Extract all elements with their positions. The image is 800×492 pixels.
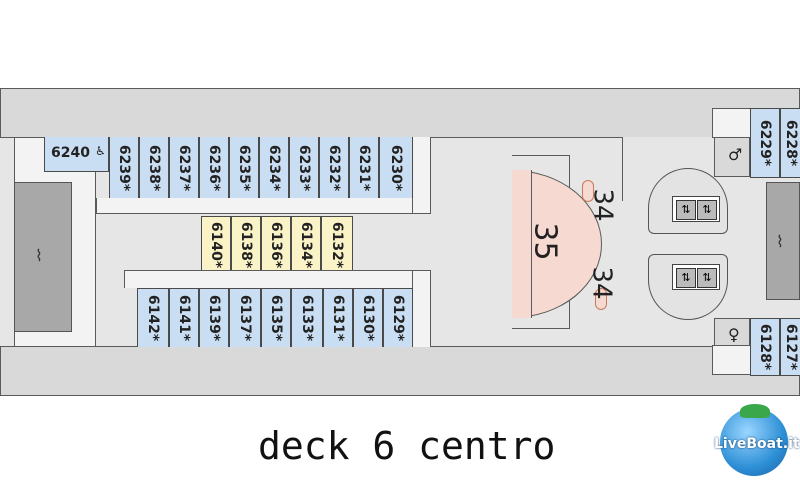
area-34-top-label: 34 (587, 188, 618, 222)
restroom-male-icon: ♂ (728, 145, 743, 164)
restroom-top[interactable] (714, 137, 750, 177)
cabin-6235[interactable]: 6235* (229, 137, 259, 200)
cabin-label: 6132* (329, 221, 345, 269)
cabin-6140[interactable]: 6140* (201, 216, 231, 274)
bottom-block-side (413, 270, 431, 347)
cabin-label: 6135* (268, 294, 284, 342)
stairs-icon: ⌇ (35, 246, 43, 265)
logo-text: LiveBoat.it (714, 436, 800, 452)
cabin-6138[interactable]: 6138* (231, 216, 261, 274)
cabin-6139[interactable]: 6139* (199, 288, 229, 347)
bottom-block-wall (124, 270, 413, 288)
elevator-icon: ⇅ (697, 268, 717, 288)
top-block-side (413, 137, 431, 214)
island-icon (740, 404, 770, 418)
accessible-icon: ♿ (95, 144, 106, 158)
cabin-6232[interactable]: 6232* (319, 137, 349, 200)
area-34-bottom-marker (595, 288, 607, 310)
top-block-wall (96, 198, 413, 214)
elevator-icon: ⇅ (676, 268, 696, 288)
cabin-label: 6233* (296, 144, 312, 192)
area-34-bottom-label: 34 (586, 266, 617, 300)
elevator-top[interactable]: ⇅ ⇅ (672, 196, 720, 222)
cabin-label: 6136* (268, 221, 284, 269)
cabin-6128[interactable]: 6128* (750, 318, 780, 376)
cabin-label: 6130* (360, 294, 376, 342)
cabin-label: 6229* (757, 119, 773, 167)
cabin-label: 6131* (330, 294, 346, 342)
cabin-label: 6140* (208, 221, 224, 269)
cabin-label: 6239* (116, 144, 132, 192)
cabin-6137[interactable]: 6137* (229, 288, 261, 347)
globe-icon (720, 408, 788, 476)
cabin-6136[interactable]: 6136* (261, 216, 291, 274)
cabin-6229[interactable]: 6229* (750, 108, 780, 178)
cabin-label: 6231* (356, 144, 372, 192)
cabin-label: 6238* (146, 144, 162, 192)
cabin-label: 6142* (145, 294, 161, 342)
cabin-label: 6230* (388, 144, 404, 192)
cabin-6134[interactable]: 6134* (291, 216, 321, 274)
cabin-label: 6128* (757, 323, 773, 371)
cabin-6240-label: 6240 (51, 145, 90, 161)
cabin-6142[interactable]: 6142* (137, 288, 169, 347)
cabin-label: 6129* (390, 294, 406, 342)
cabin-6238[interactable]: 6238* (139, 137, 169, 200)
cabin-label: 6134* (298, 221, 314, 269)
cabin-label: 6228* (782, 119, 799, 167)
area-34-top-marker (582, 180, 594, 202)
cabin-label: 6141* (176, 294, 192, 342)
cabin-6236[interactable]: 6236* (199, 137, 229, 200)
cabin-label: 6235* (236, 144, 252, 192)
cabin-label: 6237* (176, 144, 192, 192)
cabin-6141[interactable]: 6141* (169, 288, 199, 347)
right-staircase (766, 182, 800, 300)
cabin-6131[interactable]: 6131* (323, 288, 353, 347)
cabin-6237[interactable]: 6237* (169, 137, 199, 200)
left-staircase (14, 182, 72, 332)
elevator-icon: ⇅ (697, 200, 717, 220)
cabin-6239[interactable]: 6239* (109, 137, 139, 200)
elevator-icon: ⇅ (676, 200, 696, 220)
elevator-bottom[interactable]: ⇅ ⇅ (672, 264, 720, 290)
cabin-6130[interactable]: 6130* (353, 288, 383, 347)
cabin-6230[interactable]: 6230* (379, 137, 413, 200)
stairs-icon: ⌇ (776, 232, 784, 251)
cabin-6127[interactable]: 6127* (780, 318, 800, 376)
cabin-label: 6137* (237, 294, 253, 342)
cabin-label: 6138* (238, 221, 254, 269)
lounge-35-inner (512, 170, 532, 318)
lounge-35-label: 35 (527, 222, 563, 261)
cabin-6234[interactable]: 6234* (259, 137, 289, 200)
cabin-label: 6236* (206, 144, 222, 192)
cabin-6240[interactable]: 6240 ♿ (44, 137, 109, 172)
cabin-label: 6232* (326, 144, 342, 192)
cabin-6228[interactable]: 6228* (780, 108, 800, 178)
liveboat-logo: LiveBoat.it (712, 400, 800, 484)
cabin-label: 6234* (266, 144, 282, 192)
restroom-female-icon: ♀ (728, 325, 740, 344)
cabin-label: 6139* (206, 294, 222, 342)
cabin-6231[interactable]: 6231* (349, 137, 379, 200)
deck-title: deck 6 centro (258, 424, 556, 468)
cabin-label: 6127* (782, 323, 799, 371)
cabin-6132[interactable]: 6132* (321, 216, 353, 274)
cabin-6135[interactable]: 6135* (261, 288, 291, 347)
cabin-6129[interactable]: 6129* (383, 288, 413, 347)
cabin-label: 6133* (299, 294, 315, 342)
cabin-6133[interactable]: 6133* (291, 288, 323, 347)
cabin-6233[interactable]: 6233* (289, 137, 319, 200)
